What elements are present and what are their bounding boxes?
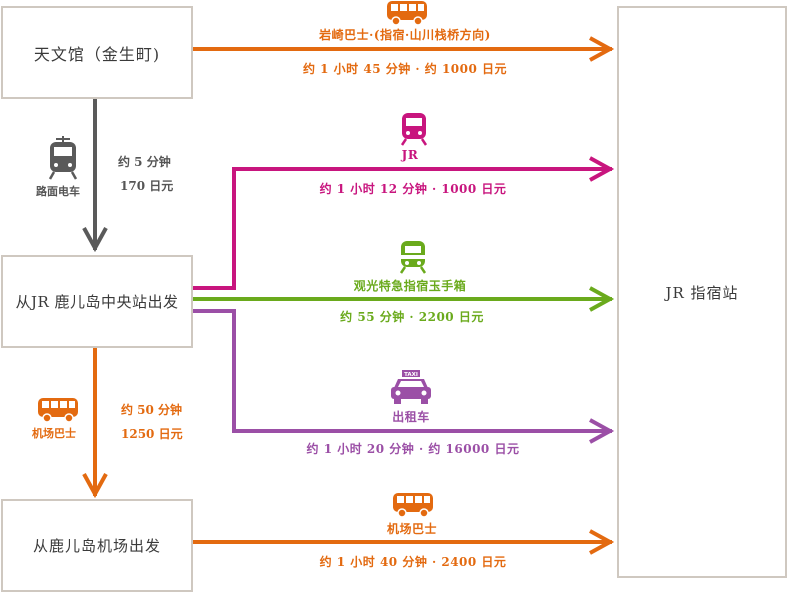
airport-bus-detail: 约 1 小时 40 分钟 · 2400 日元: [319, 555, 507, 569]
kagoshima-chuo-box: 从JR 鹿儿岛中央站出发: [1, 255, 193, 348]
taxi-sign-text: TAXI: [404, 372, 418, 378]
tamatebako-name: 观光特急指宿玉手箱: [353, 279, 467, 293]
tamatebako-arrowhead: [589, 286, 615, 312]
jr-line: [193, 167, 612, 290]
express-train-icon: [399, 241, 427, 274]
tamatebako-detail: 约 55 分钟 · 2200 日元: [340, 310, 484, 324]
airport-bus-down-fare: 1250 日元: [121, 427, 183, 441]
airport-label: 从鹿儿岛机场出发: [32, 537, 161, 555]
tenmonkan-label: 天文馆（金生町): [33, 44, 161, 64]
bus-icon: [387, 1, 427, 26]
airport-box: 从鹿儿岛机场出发: [1, 499, 193, 592]
iwasaki-bus-detail: 约 1 小时 45 分钟 · 约 1000 日元: [302, 62, 508, 76]
taxi-arrowhead: [589, 418, 615, 444]
taxi-detail: 约 1 小时 20 分钟 · 约 16000 日元: [306, 442, 520, 456]
tenmonkan-box: 天文馆（金生町): [1, 6, 193, 99]
tram-icon: [48, 136, 78, 180]
jr-detail: 约 1 小时 12 分钟 · 1000 日元: [319, 182, 507, 196]
taxi-icon: TAXI: [391, 370, 431, 404]
iwasaki-bus-arrowhead: [589, 36, 615, 62]
airport-bus-down-duration: 约 50 分钟: [121, 403, 183, 417]
airport-bus-down-name: 机场巴士: [32, 427, 76, 440]
jr-arrowhead: [589, 156, 615, 182]
iwasaki-bus-name: 岩崎巴士·(指宿·山川栈桥方向): [319, 28, 491, 42]
taxi-line: [193, 309, 612, 433]
tram-name: 路面电车: [36, 185, 80, 198]
ibusuki-label: JR 指宿站: [665, 283, 739, 302]
ibusuki-box: JR 指宿站: [617, 6, 787, 578]
train-icon: [400, 113, 428, 146]
tram-duration: 约 5 分钟: [118, 155, 171, 169]
airport-bus-name: 机场巴士: [386, 522, 438, 536]
jr-name: JR: [401, 148, 419, 162]
airport-bus-down-arrowhead: [82, 473, 108, 499]
bus-icon: [38, 398, 78, 423]
bus-icon: [393, 493, 433, 518]
taxi-name: 出租车: [392, 410, 430, 424]
kagoshima-chuo-label: 从JR 鹿儿岛中央站出发: [15, 293, 179, 311]
tram-fare: 170 日元: [120, 179, 174, 193]
airport-bus-arrowhead: [589, 529, 615, 555]
tram-arrowhead: [82, 227, 108, 253]
